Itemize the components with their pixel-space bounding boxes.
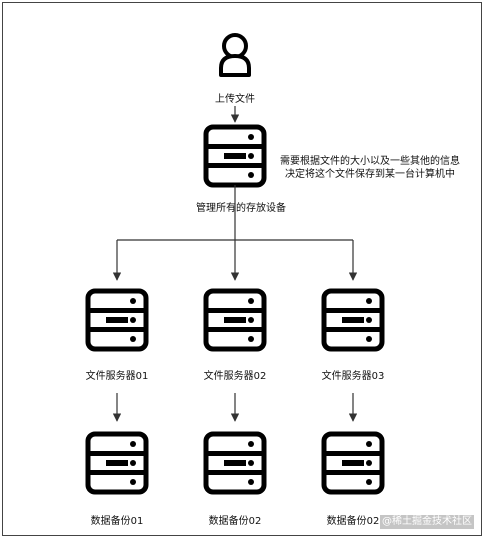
file-server-label: 文件服务器03 [321, 371, 385, 382]
watermark: @稀土掘金技术社区 [380, 515, 474, 529]
backup-server-icon [324, 434, 382, 492]
branch-connector [112, 185, 358, 281]
backup-label: 数据备份02 [326, 516, 380, 527]
file-server-label: 文件服务器02 [203, 371, 267, 382]
manager-server-icon [206, 127, 264, 185]
file-server-label: 文件服务器01 [85, 371, 149, 382]
backup-label: 数据备份01 [90, 516, 144, 527]
decision-note: 需要根据文件的大小以及一些其他的信息 决定将这个文件保存到某一台计算机中 [280, 155, 460, 181]
backup-server-icon [88, 434, 146, 492]
file-server-icon [206, 291, 264, 349]
backup-label: 数据备份02 [208, 516, 262, 527]
decision-note-line1: 需要根据文件的大小以及一些其他的信息 [280, 156, 460, 167]
backup-server-icon [206, 434, 264, 492]
file-server-icon [88, 291, 146, 349]
user-label: 上传文件 [215, 94, 255, 105]
decision-note-line2: 决定将这个文件保存到某一台计算机中 [285, 169, 455, 180]
user-icon [219, 33, 251, 77]
diagram-frame [2, 2, 482, 536]
file-server-icon [324, 291, 382, 349]
manager-label: 管理所有的存放设备 [196, 203, 286, 214]
backup-arrows [112, 393, 358, 422]
